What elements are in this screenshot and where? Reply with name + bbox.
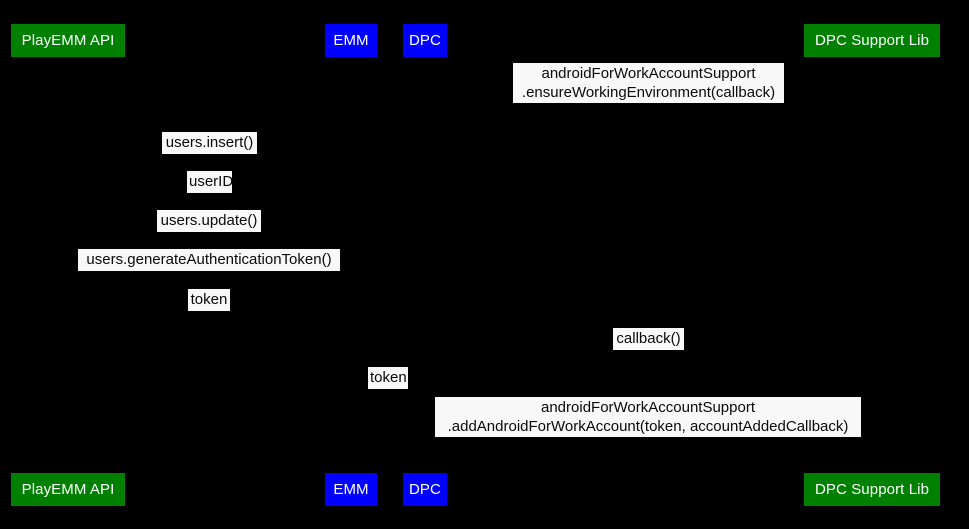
message-arrow-add-android-for-work-account bbox=[425, 437, 872, 438]
participant-label: PlayEMM API bbox=[21, 481, 115, 498]
participant-label: EMM bbox=[333, 481, 369, 498]
message-arrow-userid bbox=[68, 193, 351, 194]
lifeline-dpc-support-lib bbox=[872, 57, 873, 473]
message-label-line: token bbox=[370, 369, 407, 386]
message-arrow-users-generate-authentication-token bbox=[68, 271, 351, 272]
message-label-line: users.generateAuthenticationToken() bbox=[86, 251, 332, 268]
arrowhead-icon bbox=[343, 308, 351, 316]
participant-header-dpc[interactable]: DPC bbox=[403, 24, 447, 57]
message-label-line: .ensureWorkingEnvironment(callback) bbox=[521, 84, 776, 101]
participant-label: EMM bbox=[333, 32, 369, 49]
message-arrow-users-update bbox=[68, 232, 351, 233]
message-label-userid[interactable]: userID bbox=[187, 171, 234, 193]
message-label-line: users.update() bbox=[160, 212, 258, 229]
message-arrow-token-to-emm bbox=[68, 311, 351, 312]
participant-label: PlayEMM API bbox=[21, 32, 115, 49]
participant-footer-playemm-api[interactable]: PlayEMM API bbox=[11, 473, 125, 506]
lifeline-playemm-api bbox=[68, 57, 69, 473]
participant-header-playemm-api[interactable]: PlayEMM API bbox=[11, 24, 125, 57]
message-arrow-callback bbox=[425, 350, 872, 351]
message-label-line: token bbox=[190, 291, 228, 308]
participant-header-dpc-support-lib[interactable]: DPC Support Lib bbox=[804, 24, 940, 57]
lifeline-dpc bbox=[425, 57, 426, 473]
message-arrow-ensure-working-environment bbox=[425, 103, 872, 104]
participant-footer-emm[interactable]: EMM bbox=[325, 473, 377, 506]
message-label-callback[interactable]: callback() bbox=[613, 328, 684, 350]
arrowhead-icon bbox=[68, 268, 76, 276]
arrowhead-icon bbox=[68, 151, 76, 159]
lifeline-emm bbox=[351, 57, 352, 473]
arrowhead-icon bbox=[417, 386, 425, 394]
message-label-line: users.insert() bbox=[165, 134, 254, 151]
message-label-users-generate-authentication-token[interactable]: users.generateAuthenticationToken() bbox=[78, 249, 340, 271]
message-label-line: androidForWorkAccountSupport bbox=[541, 399, 755, 416]
arrowhead-icon bbox=[343, 190, 351, 198]
participant-label: DPC bbox=[409, 481, 441, 498]
message-arrow-token-to-dpc bbox=[351, 389, 425, 390]
message-label-line: userID bbox=[189, 173, 234, 190]
message-label-users-update[interactable]: users.update() bbox=[157, 210, 261, 232]
participant-footer-dpc-support-lib[interactable]: DPC Support Lib bbox=[804, 473, 940, 506]
participant-label: DPC Support Lib bbox=[814, 481, 930, 498]
message-label-token-to-dpc[interactable]: token bbox=[368, 367, 408, 389]
message-label-token-to-emm[interactable]: token bbox=[188, 289, 230, 311]
participant-header-emm[interactable]: EMM bbox=[325, 24, 377, 57]
participant-label: DPC Support Lib bbox=[814, 32, 930, 49]
arrowhead-icon bbox=[864, 434, 872, 442]
message-label-line: androidForWorkAccountSupport bbox=[541, 65, 756, 82]
message-label-add-android-for-work-account[interactable]: androidForWorkAccountSupport .addAndroidF… bbox=[435, 397, 861, 437]
message-label-line: .addAndroidForWorkAccount(token, account… bbox=[447, 418, 849, 435]
message-label-ensure-working-environment[interactable]: androidForWorkAccountSupport .ensureWorki… bbox=[513, 63, 784, 103]
participant-label: DPC bbox=[409, 32, 441, 49]
arrowhead-icon bbox=[864, 100, 872, 108]
message-label-users-insert[interactable]: users.insert() bbox=[162, 132, 257, 154]
participant-footer-dpc[interactable]: DPC bbox=[403, 473, 447, 506]
arrowhead-icon bbox=[425, 347, 433, 355]
message-arrow-users-insert bbox=[68, 154, 351, 155]
arrowhead-icon bbox=[68, 229, 76, 237]
message-label-line: callback() bbox=[616, 330, 681, 347]
